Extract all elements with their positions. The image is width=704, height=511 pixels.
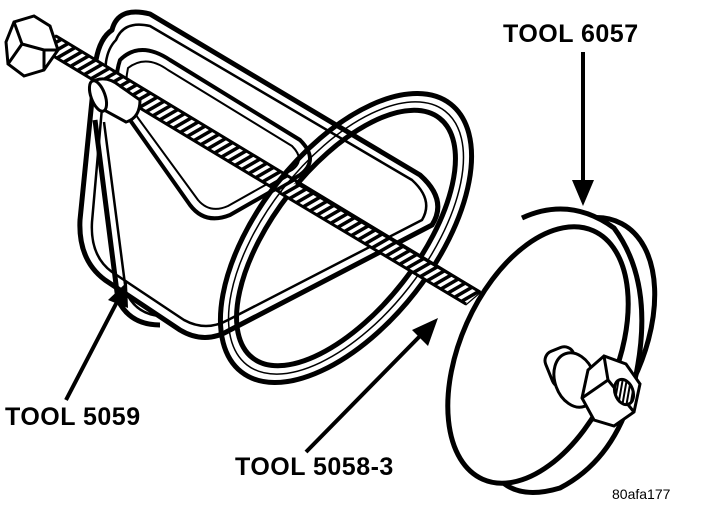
- rod-hex-head: [4, 14, 60, 78]
- rod-front-segment: [279, 181, 481, 306]
- label-tool-5058-3: TOOL 5058-3: [235, 453, 394, 481]
- rod-collar: [87, 77, 142, 124]
- arrow-tool-5058-3: [304, 318, 438, 454]
- arrow-tool-5059: [64, 282, 128, 401]
- hex-nut: [543, 345, 642, 428]
- label-tool-5059: TOOL 5059: [5, 403, 141, 431]
- arrow-tool-6057: [572, 52, 594, 206]
- figure-reference-code: 80afa177: [612, 486, 671, 502]
- label-tool-6057: TOOL 6057: [503, 20, 639, 48]
